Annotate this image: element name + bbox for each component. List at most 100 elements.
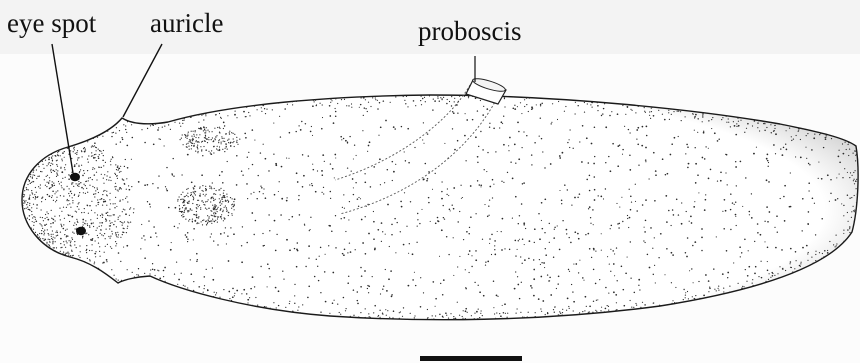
stipple-dot bbox=[489, 320, 490, 321]
stipple-dot bbox=[407, 326, 408, 327]
stipple-dot bbox=[732, 97, 734, 99]
stipple-dot bbox=[279, 312, 280, 313]
stipple-dot bbox=[549, 277, 551, 279]
stipple-dot bbox=[752, 283, 753, 284]
stipple-dot bbox=[562, 314, 563, 315]
stipple-dot bbox=[551, 122, 552, 123]
stipple-dot bbox=[757, 232, 759, 234]
stipple-dot bbox=[38, 186, 39, 187]
stipple-dot bbox=[127, 228, 128, 229]
stipple-dot bbox=[87, 223, 88, 224]
stipple-dot bbox=[689, 221, 690, 222]
stipple-dot bbox=[591, 257, 592, 258]
stipple-dot bbox=[57, 111, 59, 113]
stipple-dot bbox=[247, 312, 249, 314]
stipple-dot bbox=[396, 322, 398, 324]
stipple-dot bbox=[110, 236, 111, 237]
stipple-dot bbox=[14, 196, 15, 197]
stipple-dot bbox=[559, 190, 560, 191]
stipple-dot bbox=[160, 113, 161, 114]
stipple-dot bbox=[667, 173, 669, 175]
stipple-dot bbox=[78, 195, 79, 196]
stipple-dot bbox=[94, 142, 96, 144]
stipple-dot bbox=[843, 205, 844, 206]
stipple-dot bbox=[188, 146, 189, 147]
stipple-dot bbox=[636, 210, 638, 212]
stipple-dot bbox=[841, 203, 842, 204]
stipple-dot bbox=[41, 209, 42, 210]
stipple-dot bbox=[227, 210, 228, 211]
stipple-dot bbox=[774, 227, 775, 228]
stipple-dot bbox=[202, 190, 203, 191]
stipple-dot bbox=[458, 88, 459, 89]
stipple-dot bbox=[296, 99, 297, 100]
stipple-dot bbox=[550, 163, 552, 165]
stipple-dot bbox=[719, 297, 720, 298]
stipple-dot bbox=[43, 234, 44, 235]
stipple-dot bbox=[180, 199, 181, 200]
stipple-dot bbox=[858, 196, 860, 198]
stipple-dot bbox=[192, 221, 193, 222]
stipple-dot bbox=[212, 267, 213, 268]
stipple-dot bbox=[373, 211, 374, 212]
stipple-dot bbox=[101, 225, 102, 226]
stipple-dot bbox=[539, 259, 540, 260]
stipple-dot bbox=[42, 197, 43, 198]
stipple-dot bbox=[152, 183, 153, 184]
stipple-dot bbox=[405, 160, 406, 161]
stipple-dot bbox=[197, 147, 198, 148]
stipple-dot bbox=[162, 117, 163, 118]
stipple-dot bbox=[85, 150, 86, 151]
stipple-dot bbox=[96, 205, 97, 206]
stipple-dot bbox=[400, 231, 401, 232]
stipple-dot bbox=[524, 106, 525, 107]
stipple-dot bbox=[33, 306, 34, 307]
stipple-dot bbox=[808, 314, 810, 316]
stipple-dot bbox=[95, 256, 96, 257]
stipple-dot bbox=[88, 307, 90, 309]
stipple-dot bbox=[158, 138, 159, 139]
stipple-dot bbox=[196, 215, 197, 216]
stipple-dot bbox=[465, 269, 466, 270]
stipple-dot bbox=[515, 196, 517, 198]
stipple-dot bbox=[768, 166, 769, 167]
stipple-dot bbox=[357, 198, 359, 200]
stipple-dot bbox=[106, 229, 107, 230]
stipple-dot bbox=[103, 178, 104, 179]
stipple-dot bbox=[269, 324, 270, 325]
stipple-dot bbox=[83, 170, 84, 171]
stipple-dot bbox=[182, 134, 183, 135]
stipple-dot bbox=[188, 132, 189, 133]
stipple-dot bbox=[43, 240, 44, 241]
stipple-dot bbox=[88, 213, 89, 214]
stipple-dot bbox=[465, 113, 466, 114]
stipple-dot bbox=[375, 97, 376, 98]
stipple-dot bbox=[97, 218, 98, 219]
stipple-dot bbox=[236, 140, 237, 141]
stipple-dot bbox=[261, 107, 262, 108]
stipple-dot bbox=[850, 172, 851, 173]
stipple-dot bbox=[353, 289, 355, 291]
stipple-dot bbox=[607, 305, 608, 306]
stipple-dot bbox=[645, 159, 647, 161]
stipple-dot bbox=[78, 157, 79, 158]
stipple-dot bbox=[688, 302, 689, 303]
stipple-dot bbox=[49, 157, 50, 158]
stipple-dot bbox=[569, 147, 570, 148]
stipple-dot bbox=[348, 95, 349, 96]
stipple-dot bbox=[109, 199, 110, 200]
stipple-dot bbox=[110, 193, 111, 194]
stipple-dot bbox=[280, 136, 281, 137]
stipple-dot bbox=[180, 211, 181, 212]
stipple-dot bbox=[601, 115, 602, 116]
stipple-dot bbox=[177, 200, 178, 201]
stipple-dot bbox=[644, 227, 645, 228]
stipple-dot bbox=[320, 94, 321, 95]
stipple-dot bbox=[630, 300, 631, 301]
stipple-dot bbox=[837, 263, 839, 265]
stipple-dot bbox=[724, 199, 726, 201]
stipple-dot bbox=[59, 143, 60, 144]
stipple-dot bbox=[219, 113, 220, 114]
stipple-dot bbox=[409, 322, 410, 323]
stipple-dot bbox=[114, 275, 115, 276]
